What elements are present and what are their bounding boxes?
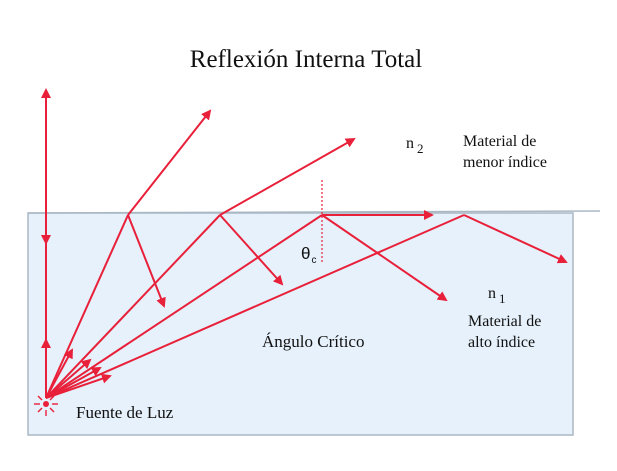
ray1-refracted (127, 109, 212, 216)
ray4-reflected (463, 214, 568, 264)
ray2-incident-arrow (45, 358, 92, 399)
ray4-incident (45, 214, 465, 399)
ray2-reflected (219, 214, 284, 286)
ray1-incident (45, 214, 129, 399)
low-index-material-label: Material de menor índice (463, 133, 547, 171)
light-source-label: Fuente de Luz (76, 403, 174, 422)
critical-angle-label: Ángulo Crítico (262, 332, 364, 351)
diagram-title: Reflexión Interna Total (190, 46, 422, 73)
ray2-incident (45, 214, 221, 399)
ray3-reflected (321, 214, 448, 302)
ray1-incident-arrow (45, 348, 73, 399)
theta-c-label: θc (301, 244, 316, 266)
high-index-material-label: Material de alto índice (468, 313, 545, 351)
ray4-incident-arrow (45, 373, 112, 399)
ray1-reflected (127, 214, 166, 308)
ray2-refracted (219, 138, 356, 216)
starburst-icon (34, 392, 58, 416)
high-index-medium (27, 212, 574, 436)
interface-line (27, 210, 601, 214)
